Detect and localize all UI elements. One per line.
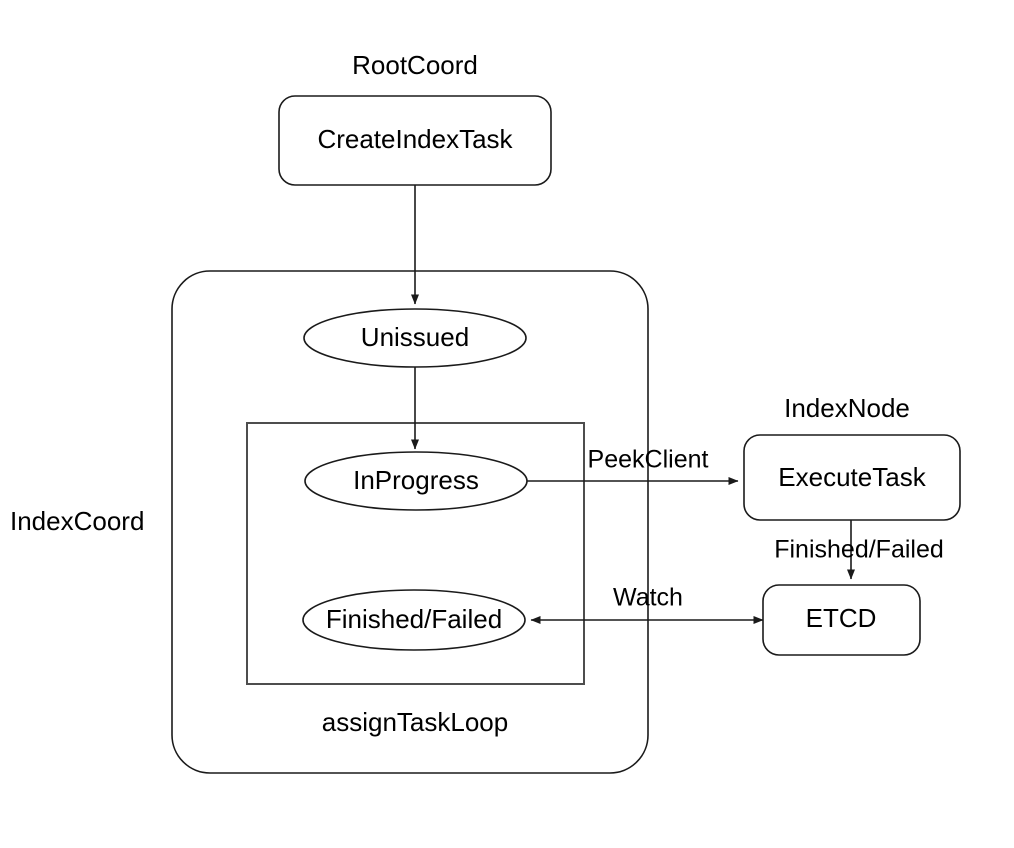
edge-label-peekclient: PeekClient: [588, 446, 709, 474]
group-label-indexcoord: IndexCoord: [10, 506, 144, 536]
node-finished-failed-shape: [302, 589, 526, 651]
node-create-index-task-shape: [278, 95, 552, 186]
group-indexcoord-container: [171, 270, 649, 774]
node-finished-failed[interactable]: Finished/Failed: [302, 589, 526, 651]
node-etcd-shape: [762, 584, 921, 656]
group-label-rootcoord: RootCoord: [352, 50, 478, 80]
node-in-progress-label: InProgress: [353, 465, 479, 495]
node-in-progress-shape: [304, 451, 528, 511]
edge-label-finished-failed: Finished/Failed: [774, 536, 944, 564]
node-unissued-shape: [303, 308, 527, 368]
node-etcd[interactable]: ETCD: [762, 584, 921, 656]
node-execute-task[interactable]: ExecuteTask: [743, 434, 961, 521]
node-etcd-label: ETCD: [806, 603, 877, 633]
node-create-index-task-label: CreateIndexTask: [317, 124, 513, 154]
group-label-indexnode: IndexNode: [784, 393, 910, 423]
node-create-index-task[interactable]: CreateIndexTask: [278, 95, 552, 186]
node-execute-task-shape: [743, 434, 961, 521]
node-in-progress[interactable]: InProgress: [304, 451, 528, 511]
group-label-assigntaskloop: assignTaskLoop: [322, 707, 508, 737]
node-finished-failed-label: Finished/Failed: [326, 604, 502, 634]
edge-label-watch: Watch: [613, 584, 683, 612]
node-unissued[interactable]: Unissued: [303, 308, 527, 368]
node-execute-task-label: ExecuteTask: [778, 462, 926, 492]
node-unissued-label: Unissued: [361, 322, 469, 352]
